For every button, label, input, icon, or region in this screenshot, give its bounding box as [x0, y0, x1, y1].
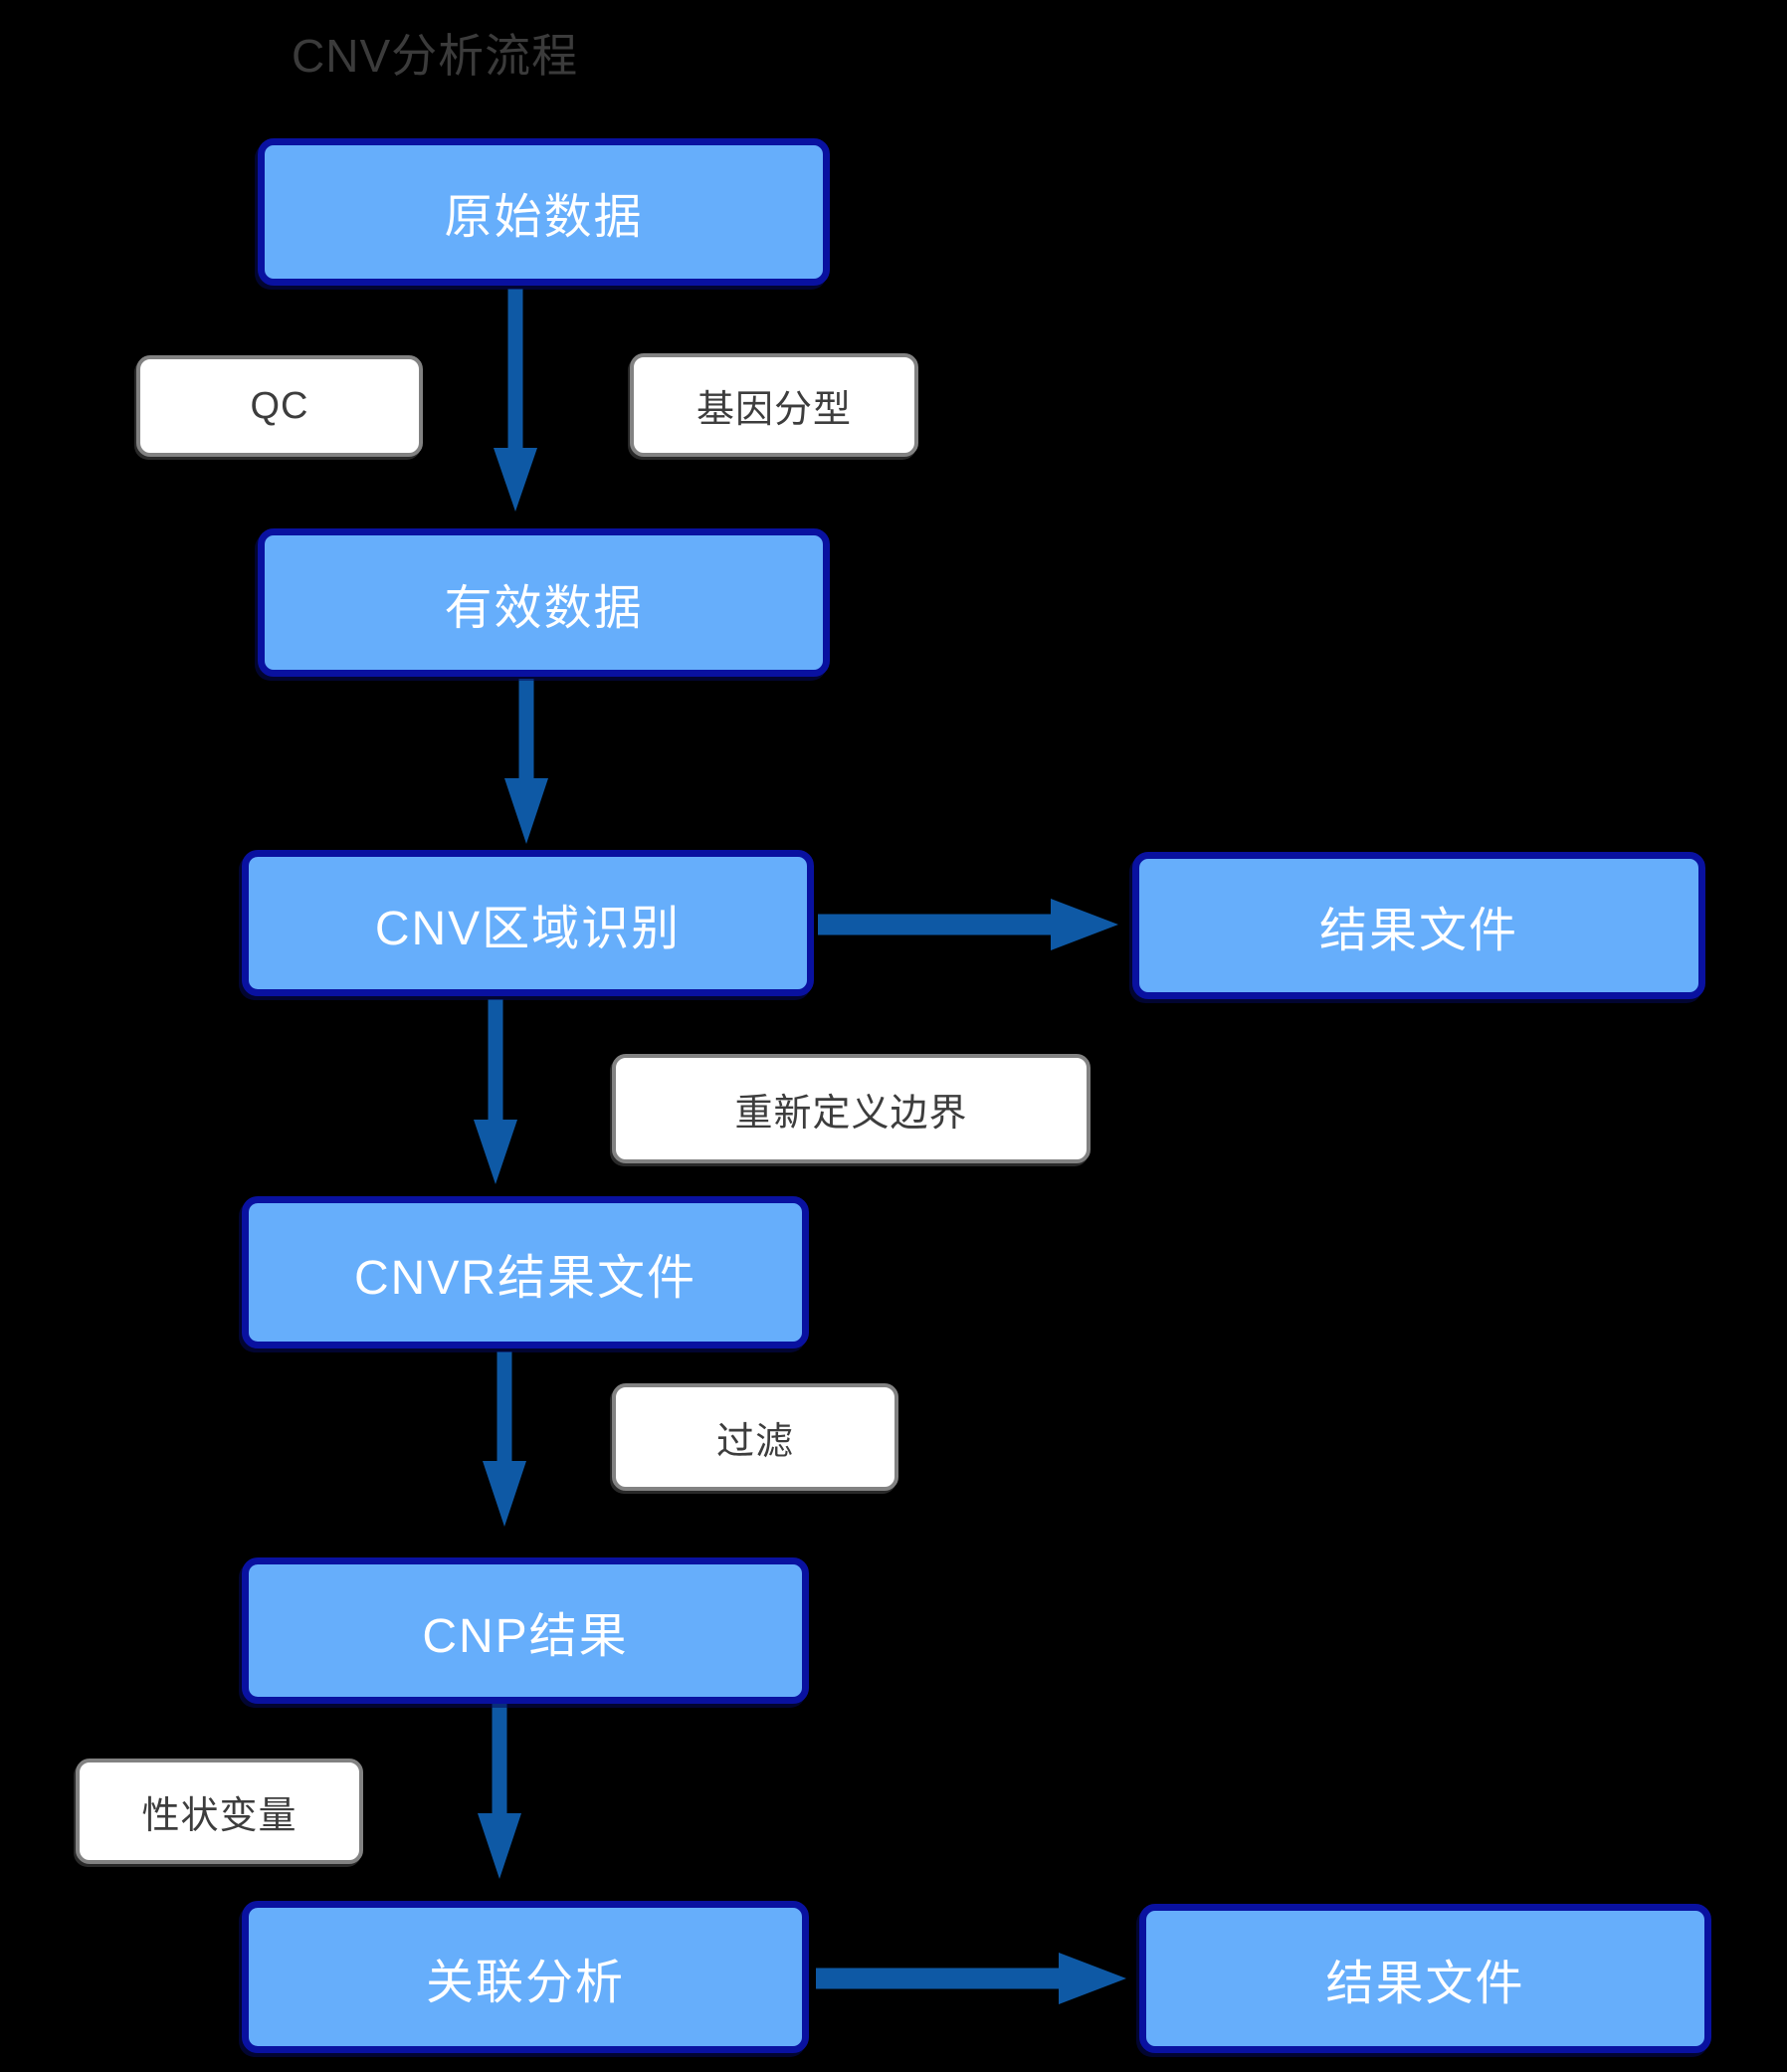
edge-label-trait-text: 性状变量 — [141, 1794, 298, 1837]
arrow-cnv-region-to-result-file-1 — [818, 899, 1118, 950]
arrow-raw-to-valid — [494, 289, 537, 512]
arrow-valid-to-cnv-region — [504, 679, 548, 844]
edge-label-filter-text: 过滤 — [715, 1420, 794, 1463]
node-result-file-1: 结果文件 — [1132, 852, 1705, 999]
edge-label-redefine-text: 重新定义边界 — [734, 1092, 968, 1135]
node-raw-data: 原始数据 — [258, 138, 830, 286]
edge-label-qc-text: QC — [250, 384, 309, 427]
node-cnv-region-label: CNV区域识别 — [374, 902, 682, 955]
node-cnp-label: CNP结果 — [422, 1609, 629, 1663]
edge-label-filter: 过滤 — [612, 1383, 898, 1491]
node-cnvr-label: CNVR结果文件 — [353, 1251, 696, 1305]
arrow-association-to-result-file-2 — [816, 1953, 1126, 2004]
node-cnvr-result-file: CNVR结果文件 — [242, 1196, 809, 1348]
arrow-cnp-to-association — [478, 1704, 521, 1879]
edge-label-trait-variable: 性状变量 — [76, 1759, 363, 1864]
edge-label-genotyping-text: 基因分型 — [695, 388, 852, 431]
node-association-label: 关联分析 — [425, 1956, 625, 2009]
edge-label-genotyping: 基因分型 — [630, 353, 918, 457]
node-cnp-result: CNP结果 — [242, 1557, 809, 1704]
node-association-analysis: 关联分析 — [242, 1901, 809, 2053]
node-result-file-1-label: 结果文件 — [1318, 905, 1518, 957]
diagram-title: CNV分析流程 — [292, 30, 579, 82]
node-valid-data: 有效数据 — [258, 528, 830, 677]
node-result-file-2: 结果文件 — [1139, 1904, 1711, 2053]
node-valid-data-label: 有效数据 — [444, 581, 644, 635]
node-raw-data-label: 原始数据 — [444, 191, 644, 244]
node-cnv-region-identification: CNV区域识别 — [242, 850, 814, 996]
edge-label-redefine-boundaries: 重新定义边界 — [612, 1054, 1091, 1163]
arrow-cnv-region-to-cnvr — [474, 999, 517, 1184]
edge-label-qc: QC — [136, 355, 423, 457]
arrow-cnvr-to-cnp — [483, 1351, 526, 1527]
node-result-file-2-label: 结果文件 — [1325, 1958, 1525, 2010]
